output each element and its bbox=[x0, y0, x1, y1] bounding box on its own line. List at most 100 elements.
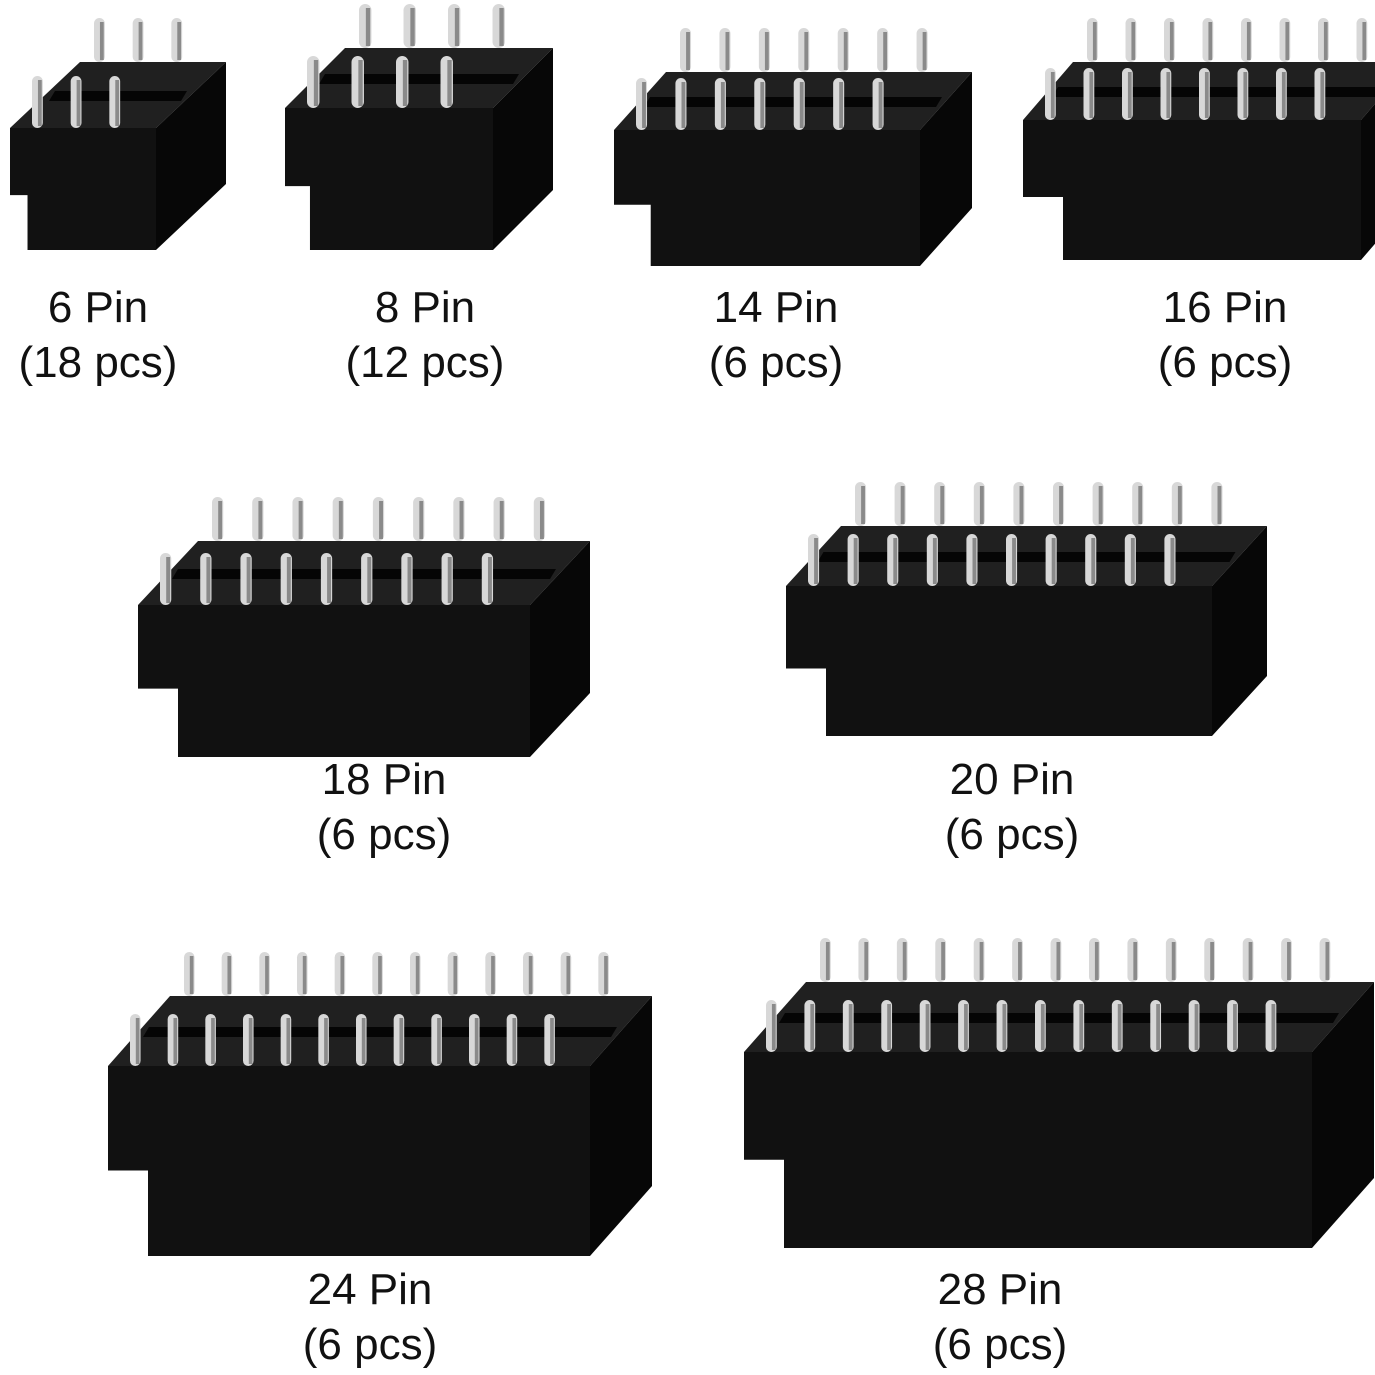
socket-28-pin-front-12 bbox=[1188, 1000, 1200, 1052]
socket-8-pin-front-4 bbox=[440, 56, 453, 108]
socket-8-pin-back-3 bbox=[448, 4, 461, 48]
caption-16-pin: 16 Pin (6 pcs) bbox=[1045, 280, 1375, 390]
socket-20-pin-front-1 bbox=[808, 534, 820, 586]
socket-28-pin-back-11 bbox=[1204, 938, 1216, 982]
socket-14-side bbox=[920, 72, 972, 266]
socket-20-pin-back-7 bbox=[1092, 482, 1104, 526]
socket-24-pin-back-1 bbox=[184, 952, 195, 996]
caption-8-pin: 8 Pin (12 pcs) bbox=[245, 280, 605, 390]
socket-20-pin-front-6 bbox=[1006, 534, 1018, 586]
socket-24-pin-front-6 bbox=[318, 1014, 329, 1066]
socket-20-pin-back-10 bbox=[1211, 482, 1223, 526]
socket-16-pin-front-1 bbox=[1045, 68, 1056, 120]
socket-24-pin-front-4 bbox=[243, 1014, 254, 1066]
socket-14-pin-front-1 bbox=[636, 78, 648, 130]
socket-18-pin-back-5 bbox=[372, 497, 385, 541]
socket-20-pin-back-2 bbox=[894, 482, 906, 526]
socket-6-pin-back-3 bbox=[171, 18, 183, 62]
socket-18-pin-back-2 bbox=[252, 497, 264, 541]
socket-16-pin-back-5 bbox=[1241, 18, 1252, 62]
socket-24-side bbox=[590, 996, 652, 1256]
caption-18-pin-qty: (6 pcs) bbox=[316, 810, 452, 859]
caption-14-pin-title: 14 Pin bbox=[713, 283, 839, 332]
socket-18-pin-front-2 bbox=[200, 553, 212, 605]
socket-28-pin-front-11 bbox=[1150, 1000, 1162, 1052]
socket-24-pin-front-11 bbox=[506, 1014, 518, 1066]
socket-28-pin-back-5 bbox=[973, 938, 985, 982]
caption-8-pin-qty: (12 pcs) bbox=[345, 338, 505, 387]
socket-24-pin-back-4 bbox=[297, 952, 308, 996]
socket-16-side bbox=[1361, 103, 1375, 260]
socket-24-pin-front-7 bbox=[356, 1014, 367, 1066]
socket-16-pin-front-8 bbox=[1314, 68, 1326, 120]
socket-24-pin-front-2 bbox=[167, 1014, 179, 1066]
socket-18-pin-back-7 bbox=[453, 497, 465, 541]
socket-18-pin-front-4 bbox=[280, 553, 292, 605]
socket-6-pin-front-2 bbox=[70, 76, 82, 128]
socket-28-pin-back-3 bbox=[896, 938, 908, 982]
caption-6-pin-qty: (18 pcs) bbox=[18, 338, 178, 387]
socket-24-pin-drawing bbox=[108, 952, 652, 1256]
socket-14-pin-front-2 bbox=[675, 78, 687, 130]
socket-6-pin-drawing bbox=[10, 18, 226, 250]
socket-18-side bbox=[530, 541, 590, 757]
socket-28-pin-back-9 bbox=[1127, 938, 1139, 982]
socket-8-pin-drawing bbox=[285, 4, 553, 250]
socket-28-pin-back-7 bbox=[1050, 938, 1062, 982]
socket-16-pin-front-5 bbox=[1199, 68, 1210, 120]
socket-28-pin-back-6 bbox=[1012, 938, 1023, 982]
socket-20-pin-front-3 bbox=[887, 534, 899, 586]
caption-14-pin-qty: (6 pcs) bbox=[708, 338, 844, 387]
socket-14-pin-back-3 bbox=[758, 28, 770, 72]
socket-24-slot bbox=[143, 1027, 617, 1037]
socket-16-pin-back-8 bbox=[1356, 18, 1368, 62]
caption-6-pin-title: 6 Pin bbox=[47, 283, 149, 332]
socket-20-pin-back-9 bbox=[1171, 482, 1183, 526]
socket-20-pin-front-10 bbox=[1164, 534, 1176, 586]
socket-8-pin-front-2 bbox=[351, 56, 364, 108]
socket-16-pin-front-4 bbox=[1160, 68, 1172, 120]
socket-28-pin-back-14 bbox=[1319, 938, 1331, 982]
socket-28-pin-front-8 bbox=[1035, 1000, 1046, 1052]
socket-6-pin-front-1 bbox=[32, 76, 43, 128]
socket-24-pin-back-3 bbox=[259, 952, 270, 996]
socket-28-pin-front-10 bbox=[1111, 1000, 1123, 1052]
socket-8-pin-back-4 bbox=[492, 4, 505, 48]
socket-18-pin-front-3 bbox=[240, 553, 252, 605]
socket-20-pin-front-8 bbox=[1085, 534, 1097, 586]
socket-18-pin-back-6 bbox=[413, 497, 425, 541]
socket-28-slot bbox=[779, 1013, 1339, 1023]
socket-14-pin-front-3 bbox=[714, 78, 726, 130]
socket-18-pin-front-8 bbox=[441, 553, 453, 605]
socket-24-front bbox=[108, 1066, 590, 1256]
socket-14-pin-front-4 bbox=[754, 78, 766, 130]
socket-18-pin-back-8 bbox=[493, 497, 505, 541]
socket-28-pin-front-5 bbox=[919, 1000, 931, 1052]
caption-28-pin: 28 Pin (6 pcs) bbox=[820, 1262, 1180, 1372]
socket-16-pin-front-6 bbox=[1237, 68, 1249, 120]
socket-18-pin-front-9 bbox=[481, 553, 494, 605]
socket-28-pin-front-3 bbox=[842, 1000, 854, 1052]
socket-14-front bbox=[614, 130, 920, 266]
socket-24-pin-back-8 bbox=[447, 952, 459, 996]
socket-20-pin-front-7 bbox=[1045, 534, 1057, 586]
socket-28-pin-front-9 bbox=[1073, 1000, 1085, 1052]
socket-18-pin-drawing bbox=[138, 497, 590, 757]
caption-16-pin-title: 16 Pin bbox=[1162, 283, 1288, 332]
socket-18-pin-back-1 bbox=[212, 497, 224, 541]
socket-16-pin-back-2 bbox=[1125, 18, 1137, 62]
socket-16-pin-back-6 bbox=[1279, 18, 1291, 62]
caption-8-pin-title: 8 Pin bbox=[374, 283, 476, 332]
socket-24-pin-back-9 bbox=[485, 952, 496, 996]
socket-14-pin-front-7 bbox=[872, 78, 884, 130]
caption-20-pin: 20 Pin (6 pcs) bbox=[832, 752, 1192, 862]
socket-16-pin-back-1 bbox=[1087, 18, 1098, 62]
socket-16-pin-drawing bbox=[1023, 18, 1375, 260]
socket-20-pin-back-3 bbox=[934, 482, 946, 526]
socket-24-pin-front-3 bbox=[205, 1014, 216, 1066]
socket-14-pin-back-5 bbox=[837, 28, 849, 72]
socket-28-pin-back-10 bbox=[1165, 938, 1177, 982]
socket-14-pin-back-6 bbox=[877, 28, 889, 72]
socket-24-pin-front-12 bbox=[544, 1014, 555, 1066]
socket-8-pin-front-1 bbox=[307, 56, 320, 108]
